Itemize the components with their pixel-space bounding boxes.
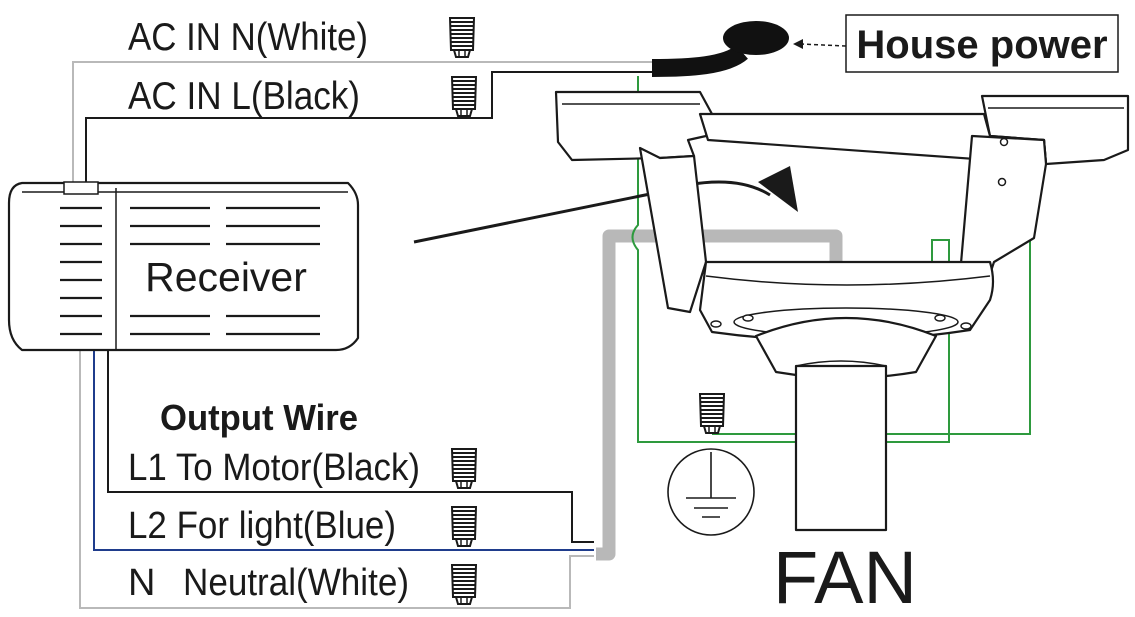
label-ac-in-n: AC IN N(White) (128, 16, 368, 59)
wire-nut-l2 (451, 506, 477, 547)
receiver-box (7, 181, 360, 352)
receiver-label: Receiver (145, 254, 307, 300)
label-output-wire: Output Wire (160, 397, 358, 438)
ground-symbol (667, 448, 755, 536)
label-l2: L2 For light(Blue) (128, 505, 396, 547)
fan-cable-bundle (596, 229, 843, 561)
wire-nut-ground (699, 393, 725, 434)
house-power-label: House power (856, 23, 1107, 67)
house-power-pointer-head (793, 39, 803, 49)
label-n-desc: Neutral(White) (183, 562, 409, 604)
fan-mounting-bracket (554, 90, 1130, 532)
wire-ac-in-n (72, 61, 652, 188)
label-n-prefix: N (128, 562, 155, 604)
wire-output-neutral (79, 350, 594, 609)
wire-nut-l1 (451, 448, 477, 489)
wire-output-l2 (93, 350, 594, 551)
wire-nut-ac-n (449, 17, 475, 58)
house-power-box (845, 14, 1119, 73)
curved-arrow-head (758, 166, 798, 212)
label-l1: L1 To Motor(Black) (128, 447, 420, 489)
wire-ac-in-l (85, 71, 652, 188)
wire-nut-ac-l (451, 76, 477, 117)
pointer-line (413, 191, 656, 244)
ground-wire-house (631, 76, 950, 443)
house-power-pointer (799, 43, 847, 47)
house-power-cable-end (723, 21, 789, 55)
house-power-cable (651, 44, 748, 77)
fan-label: FAN (773, 536, 917, 617)
wire-output-l1 (107, 350, 594, 543)
label-ac-in-l: AC IN L(Black) (128, 75, 360, 118)
wire-nut-neutral (451, 564, 477, 605)
